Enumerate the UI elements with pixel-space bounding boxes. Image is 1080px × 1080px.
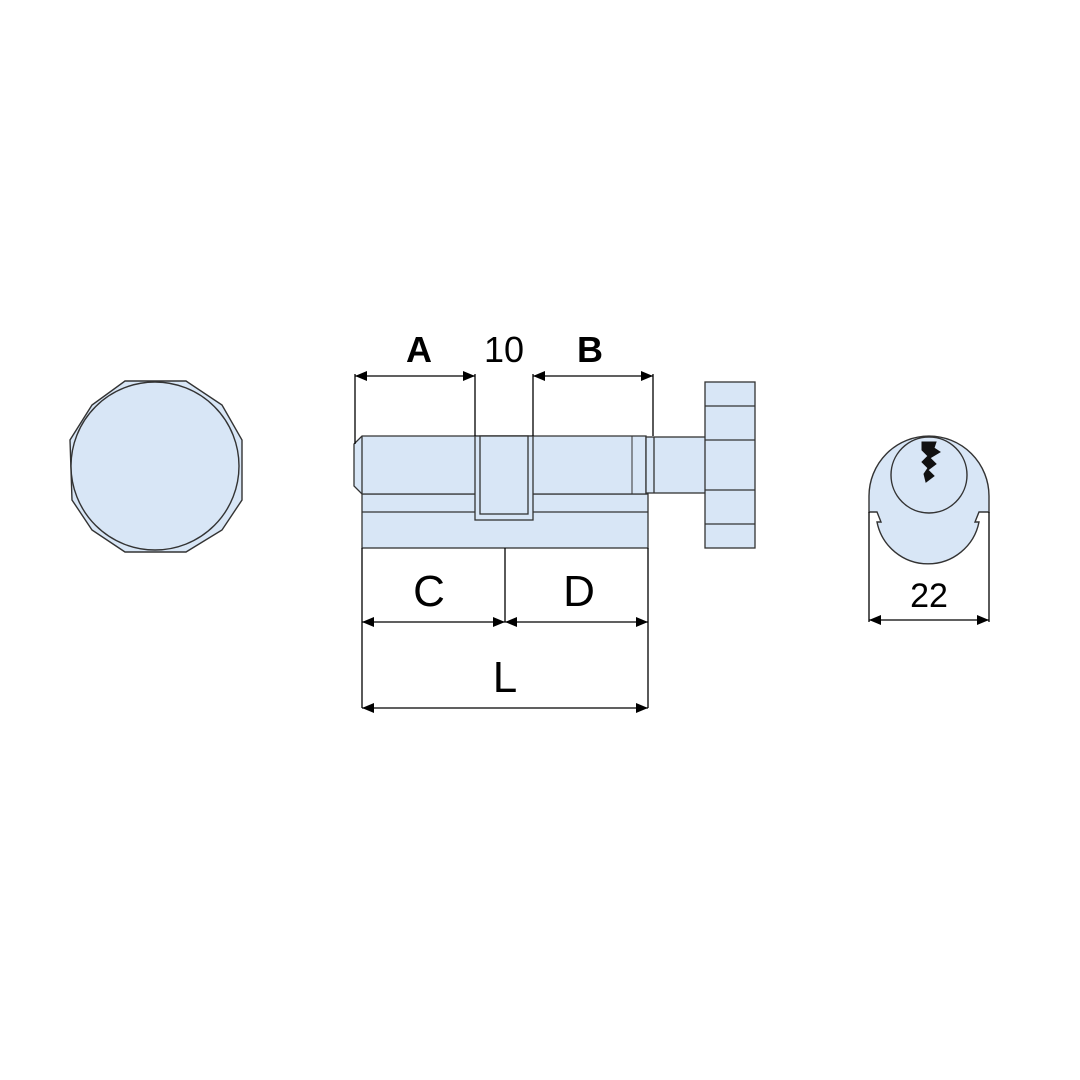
bottom-dimensions — [361, 548, 649, 713]
dim-c-label: C — [413, 567, 445, 616]
thumbturn-knob — [704, 381, 756, 549]
keyway-icon — [921, 441, 941, 483]
dim-l-label: L — [493, 653, 517, 702]
dim-b-label: B — [577, 329, 603, 370]
thumbturn-spindle — [645, 436, 707, 494]
knob-face — [70, 381, 240, 551]
dim-d-label: D — [563, 567, 595, 616]
dim-width-label: 22 — [910, 577, 948, 615]
top-dimensions — [354, 371, 654, 444]
dim-a-label: A — [406, 329, 432, 370]
cylinder-side-view — [353, 381, 756, 549]
dim-gap-label: 10 — [484, 329, 524, 370]
cylinder-profile-view — [868, 435, 990, 565]
knob-end-view — [69, 380, 243, 553]
width-dimension — [868, 512, 990, 625]
